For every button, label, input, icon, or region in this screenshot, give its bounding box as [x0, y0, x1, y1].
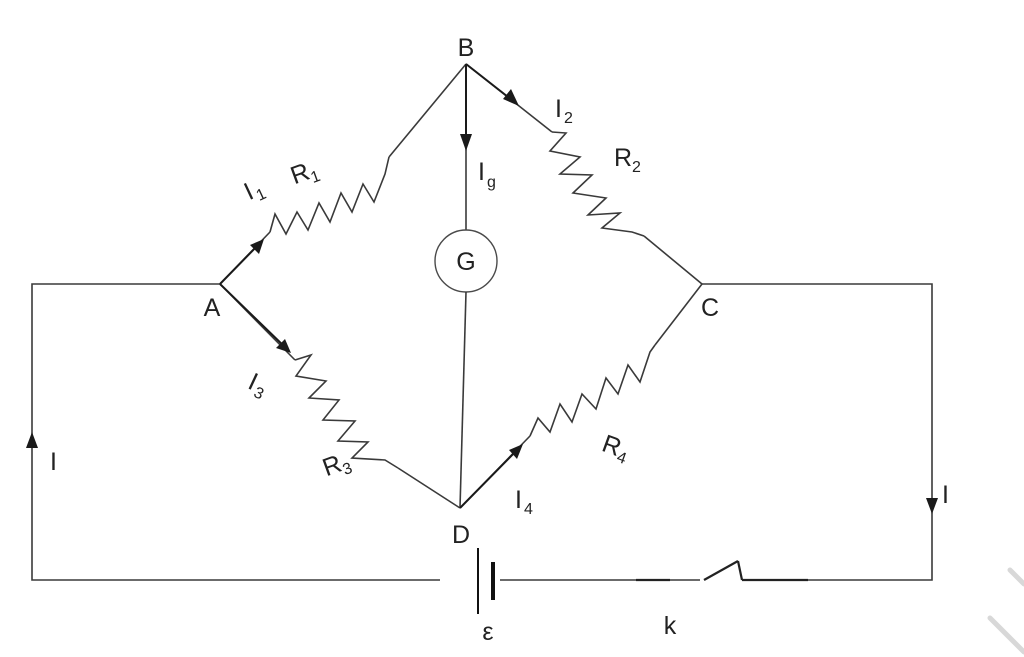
battery-emf-label: ε — [482, 618, 493, 646]
corner-decoration — [987, 567, 1024, 655]
node-b-label: B — [458, 34, 475, 62]
r2-subscript: 2 — [632, 159, 641, 176]
wire-r1-to-b — [388, 63, 467, 158]
node-a-label: A — [204, 294, 221, 322]
resistor-r4-label: R 4 — [598, 430, 628, 468]
i4-subscript: 4 — [524, 501, 533, 518]
i2-letter: I — [555, 95, 562, 123]
resistor-r4 — [529, 344, 656, 437]
resistor-r2-label: R 2 — [614, 144, 641, 176]
ig-letter: I — [478, 158, 485, 186]
node-d-label: D — [452, 521, 470, 549]
resistor-r1 — [269, 156, 390, 236]
arrow-ig-icon — [460, 64, 472, 151]
wire-r4-to-c — [654, 283, 703, 346]
i4-letter: I — [515, 486, 522, 514]
i2-subscript: 2 — [564, 110, 573, 127]
wire-left-loop — [31, 283, 440, 581]
arrow-right-current-icon — [926, 498, 938, 514]
current-right-label: I — [942, 481, 949, 509]
galvanometer-label: G — [456, 248, 475, 276]
r2-letter: R — [614, 144, 632, 172]
resistor-r1-label: R 1 — [287, 158, 323, 190]
arrow-i4-icon — [459, 444, 523, 509]
current-ig-label: I g — [478, 158, 496, 191]
wire-r3-to-d — [397, 467, 461, 509]
resistor-r2 — [548, 131, 645, 237]
wire-r2-to-c — [643, 235, 703, 285]
wire-right-loop — [702, 283, 933, 581]
current-i3-label: I 3 — [244, 368, 266, 404]
resistor-r3 — [294, 353, 399, 469]
node-c-label: C — [701, 294, 719, 322]
arrow-i3-icon — [219, 283, 291, 353]
current-left-label: I — [50, 448, 57, 476]
switch-key-symbol — [636, 560, 808, 582]
ig-subscript: g — [487, 174, 496, 191]
current-i4-label: I 4 — [515, 486, 533, 518]
arrow-left-current-icon — [26, 432, 38, 448]
switch-key-label: k — [664, 612, 677, 640]
wire-galvanometer-to-d — [459, 291, 467, 509]
battery-symbol — [477, 548, 495, 614]
current-i1-label: I 1 — [240, 178, 269, 206]
current-i2-label: I 2 — [555, 95, 573, 127]
resistor-r3-label: R 3 — [319, 450, 355, 482]
arrow-i1-icon — [219, 239, 264, 285]
arrow-i2-icon — [465, 63, 519, 106]
